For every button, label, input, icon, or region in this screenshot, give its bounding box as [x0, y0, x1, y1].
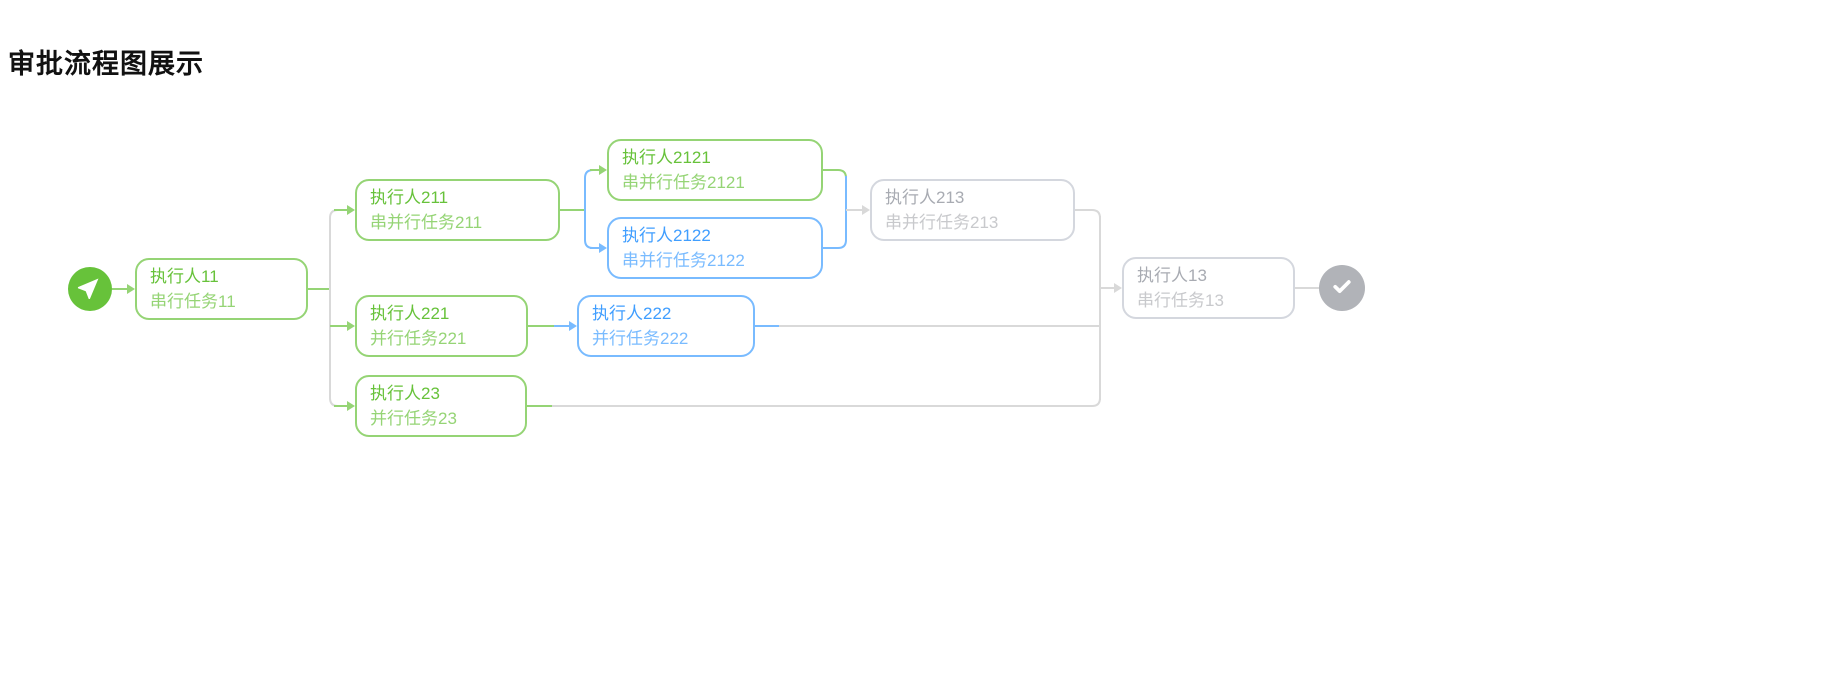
flow-node-211[interactable]: 执行人211 串并行任务211: [355, 179, 560, 241]
node-subtitle: 并行任务23: [370, 409, 457, 428]
node-title: 执行人13: [1137, 266, 1207, 285]
node-title: 执行人2121: [622, 148, 711, 167]
node-subtitle: 串并行任务2121: [622, 173, 745, 192]
node-title: 执行人23: [370, 384, 440, 403]
node-title: 执行人213: [885, 188, 965, 207]
page-title: 审批流程图展示: [8, 49, 204, 80]
flow-node-2122[interactable]: 执行人2122 串并行任务2122: [607, 217, 823, 279]
flow-node-222[interactable]: 执行人222 并行任务222: [577, 295, 755, 357]
flow-node-221[interactable]: 执行人221 并行任务221: [355, 295, 528, 357]
send-icon: [77, 273, 104, 305]
node-title: 执行人211: [370, 188, 449, 207]
node-subtitle: 串行任务13: [1137, 291, 1224, 310]
node-subtitle: 串行任务11: [150, 292, 236, 311]
end-node: [1319, 265, 1365, 311]
flow-node-11[interactable]: 执行人11 串行任务11: [135, 258, 308, 320]
node-title: 执行人222: [592, 304, 672, 323]
start-node: [68, 267, 112, 311]
node-subtitle: 并行任务221: [370, 329, 467, 348]
node-subtitle: 串并行任务211: [370, 213, 483, 232]
node-subtitle: 串并行任务213: [885, 213, 999, 232]
check-icon: [1328, 272, 1356, 305]
node-title: 执行人221: [370, 304, 450, 323]
node-subtitle: 串并行任务2122: [622, 251, 745, 270]
node-subtitle: 并行任务222: [592, 329, 689, 348]
flow-node-2121[interactable]: 执行人2121 串并行任务2121: [607, 139, 823, 201]
flow-node-213[interactable]: 执行人213 串并行任务213: [870, 179, 1075, 241]
node-title: 执行人11: [150, 267, 219, 286]
flow-node-23[interactable]: 执行人23 并行任务23: [355, 375, 527, 437]
node-title: 执行人2122: [622, 226, 711, 245]
flow-node-13[interactable]: 执行人13 串行任务13: [1122, 257, 1295, 319]
